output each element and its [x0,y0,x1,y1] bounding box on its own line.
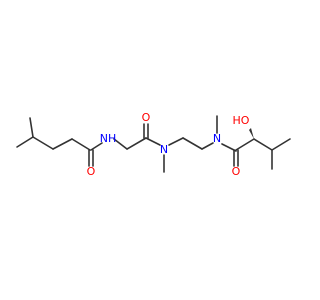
left-amide-bonds [88,137,147,167]
bond-alpha-isopropyl [253,138,273,151]
bond-c-n-middle [145,137,161,146]
bond-chain-2 [52,138,73,150]
bond-c-nh [90,142,103,151]
stereo-wedge-bond [249,128,254,139]
bond-methyl-2 [29,117,34,138]
bond-isopropyl-methyl-1 [271,138,291,151]
oxygen-label-middle-carbonyl: O [142,111,151,124]
oxygen-label-left-carbonyl: O [87,165,96,178]
bond-ethylene-n-right [201,142,214,150]
bond-ethylene [182,137,203,150]
bond-chain-1 [32,136,54,150]
bond-nh-ch2 [113,138,128,150]
right-amide-bonds [216,115,291,170]
bond-chain-3 [71,138,91,151]
chemical-structure-diagram: O NH O N N HO O [16,111,291,178]
bond-ch2-carbonyl [126,137,147,150]
hydroxyl-label: HO [233,114,250,127]
bond-n-ethylene-1 [168,137,184,146]
nitrogen-label-right: N [213,132,221,145]
middle-amide-bonds [143,123,214,173]
bond-methyl-1 [16,136,34,148]
bond-carbonyl-alpha [235,138,255,151]
nh-label: NH [100,132,117,145]
oxygen-label-right-carbonyl: O [232,165,241,178]
isopentyl-chain-bonds [16,117,91,151]
nitrogen-label-middle: N [160,143,168,156]
